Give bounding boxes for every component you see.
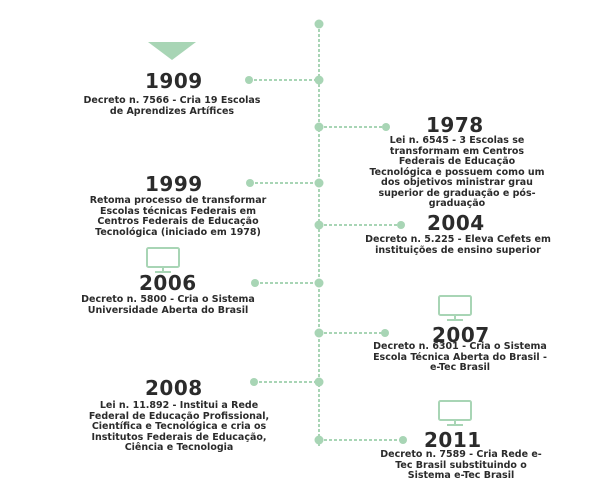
node-1978-spine [314, 122, 324, 132]
description-2007: Decreto n. 6301 - Cria o Sistema Escola … [373, 341, 547, 373]
node-1999-spine [314, 178, 324, 188]
year-1999: 1999 [145, 172, 203, 196]
node-1909-outer [245, 76, 253, 84]
monitor-icon [438, 400, 472, 426]
year-1978: 1978 [426, 113, 484, 137]
year-2008: 2008 [145, 376, 203, 400]
node-2006-outer [251, 279, 259, 287]
node-2004-outer [397, 221, 405, 229]
node-2008-outer [250, 378, 258, 386]
year-2011: 2011 [424, 428, 482, 452]
node-1978-outer [382, 123, 390, 131]
year-2007: 2007 [432, 323, 490, 347]
monitor-icon [438, 295, 472, 321]
triangle-down-icon [148, 42, 196, 60]
node-2006-spine [314, 278, 324, 288]
monitor-icon [146, 247, 180, 273]
year-2006: 2006 [139, 271, 197, 295]
node-1909-spine [314, 75, 324, 85]
year-1909: 1909 [145, 69, 203, 93]
description-1909: Decreto n. 7566 - Cria 19 Escolas de Apr… [83, 95, 261, 117]
node-2007-outer [381, 329, 389, 337]
description-2011: Decreto n. 7589 - Cria Rede e- Tec Brasi… [380, 449, 542, 481]
node-2008-spine [314, 377, 324, 387]
node-2011-spine [314, 435, 324, 445]
node-2011-outer [399, 436, 407, 444]
description-1999: Retoma processo de transformar Escolas t… [89, 195, 267, 238]
description-2008: Lei n. 11.892 - Institui a Rede Federal … [88, 400, 270, 453]
description-2004: Decreto n. 5.225 - Eleva Cefets em insti… [365, 234, 551, 256]
year-2004: 2004 [427, 211, 485, 235]
node-2007-spine [314, 328, 324, 338]
timeline-start-dot [314, 19, 324, 29]
description-1978: Lei n. 6545 - 3 Escolas se transformam e… [369, 135, 545, 209]
description-2006: Decreto n. 5800 - Cria o Sistema Univers… [81, 294, 255, 316]
node-2004-spine [314, 220, 324, 230]
node-1999-outer [246, 179, 254, 187]
